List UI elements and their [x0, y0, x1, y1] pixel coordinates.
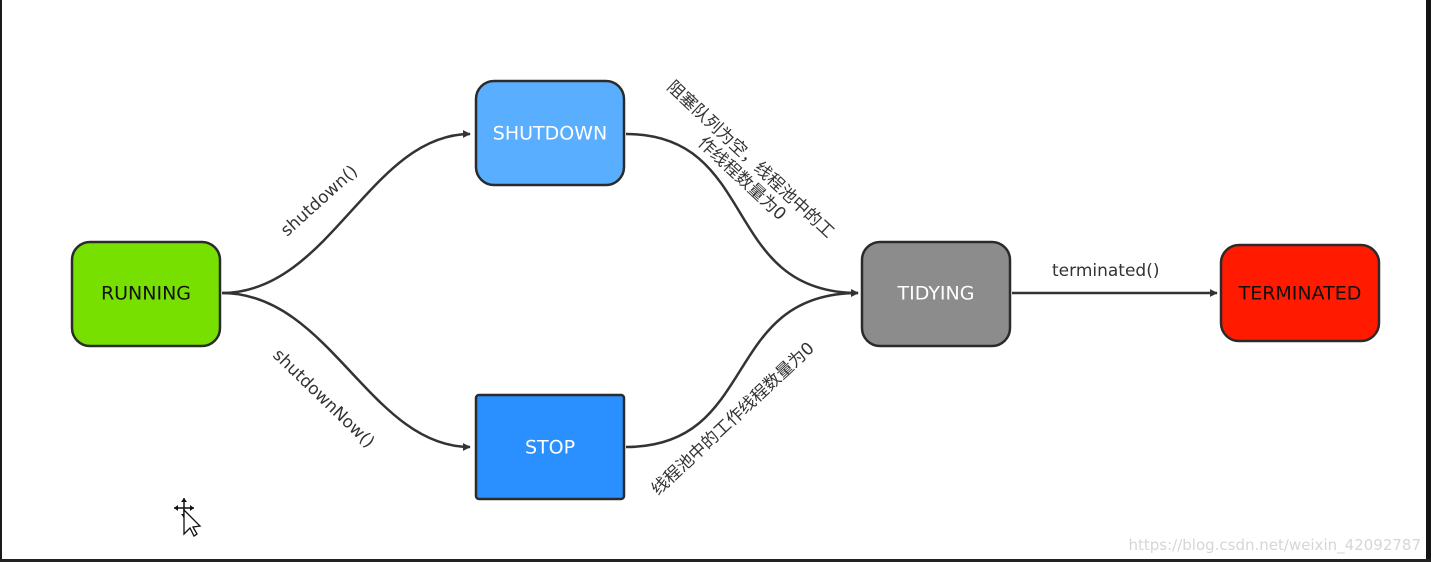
node-terminated: TERMINATED	[1219, 243, 1381, 343]
left-frame-edge	[0, 0, 2, 562]
move-cursor-icon	[174, 498, 202, 537]
edge-running-to-stop	[221, 291, 471, 451]
node-shutdown-label: SHUTDOWN	[493, 123, 607, 145]
node-running: RUNNING	[70, 240, 222, 348]
edge-stop-to-tidying	[625, 289, 859, 449]
edge-label-shutdown-to-tidying-line1: 阻塞队列为空，线程池中的工	[663, 77, 838, 242]
right-frame-edge	[1426, 0, 1431, 562]
node-tidying-label: TIDYING	[897, 283, 975, 305]
node-shutdown: SHUTDOWN	[474, 79, 626, 187]
edge-label-shutdown-now: shutdownNow()	[269, 345, 379, 452]
watermark-url: https://blog.csdn.net/weixin_42092787	[1128, 536, 1421, 554]
edge-running-to-shutdown	[221, 130, 471, 295]
node-tidying: TIDYING	[860, 240, 1012, 348]
node-terminated-label: TERMINATED	[1238, 283, 1362, 305]
node-stop: STOP	[474, 393, 626, 501]
node-running-label: RUNNING	[101, 283, 191, 305]
node-stop-label: STOP	[525, 437, 575, 459]
edge-label-terminated: terminated()	[1052, 261, 1159, 281]
edge-label-shutdown: shutdown()	[277, 161, 362, 240]
edge-label-stop-to-tidying: 线程池中的工作线程数量为0	[648, 339, 819, 500]
edge-shutdown-to-tidying	[625, 132, 859, 297]
bottom-frame-edge	[0, 559, 1431, 562]
